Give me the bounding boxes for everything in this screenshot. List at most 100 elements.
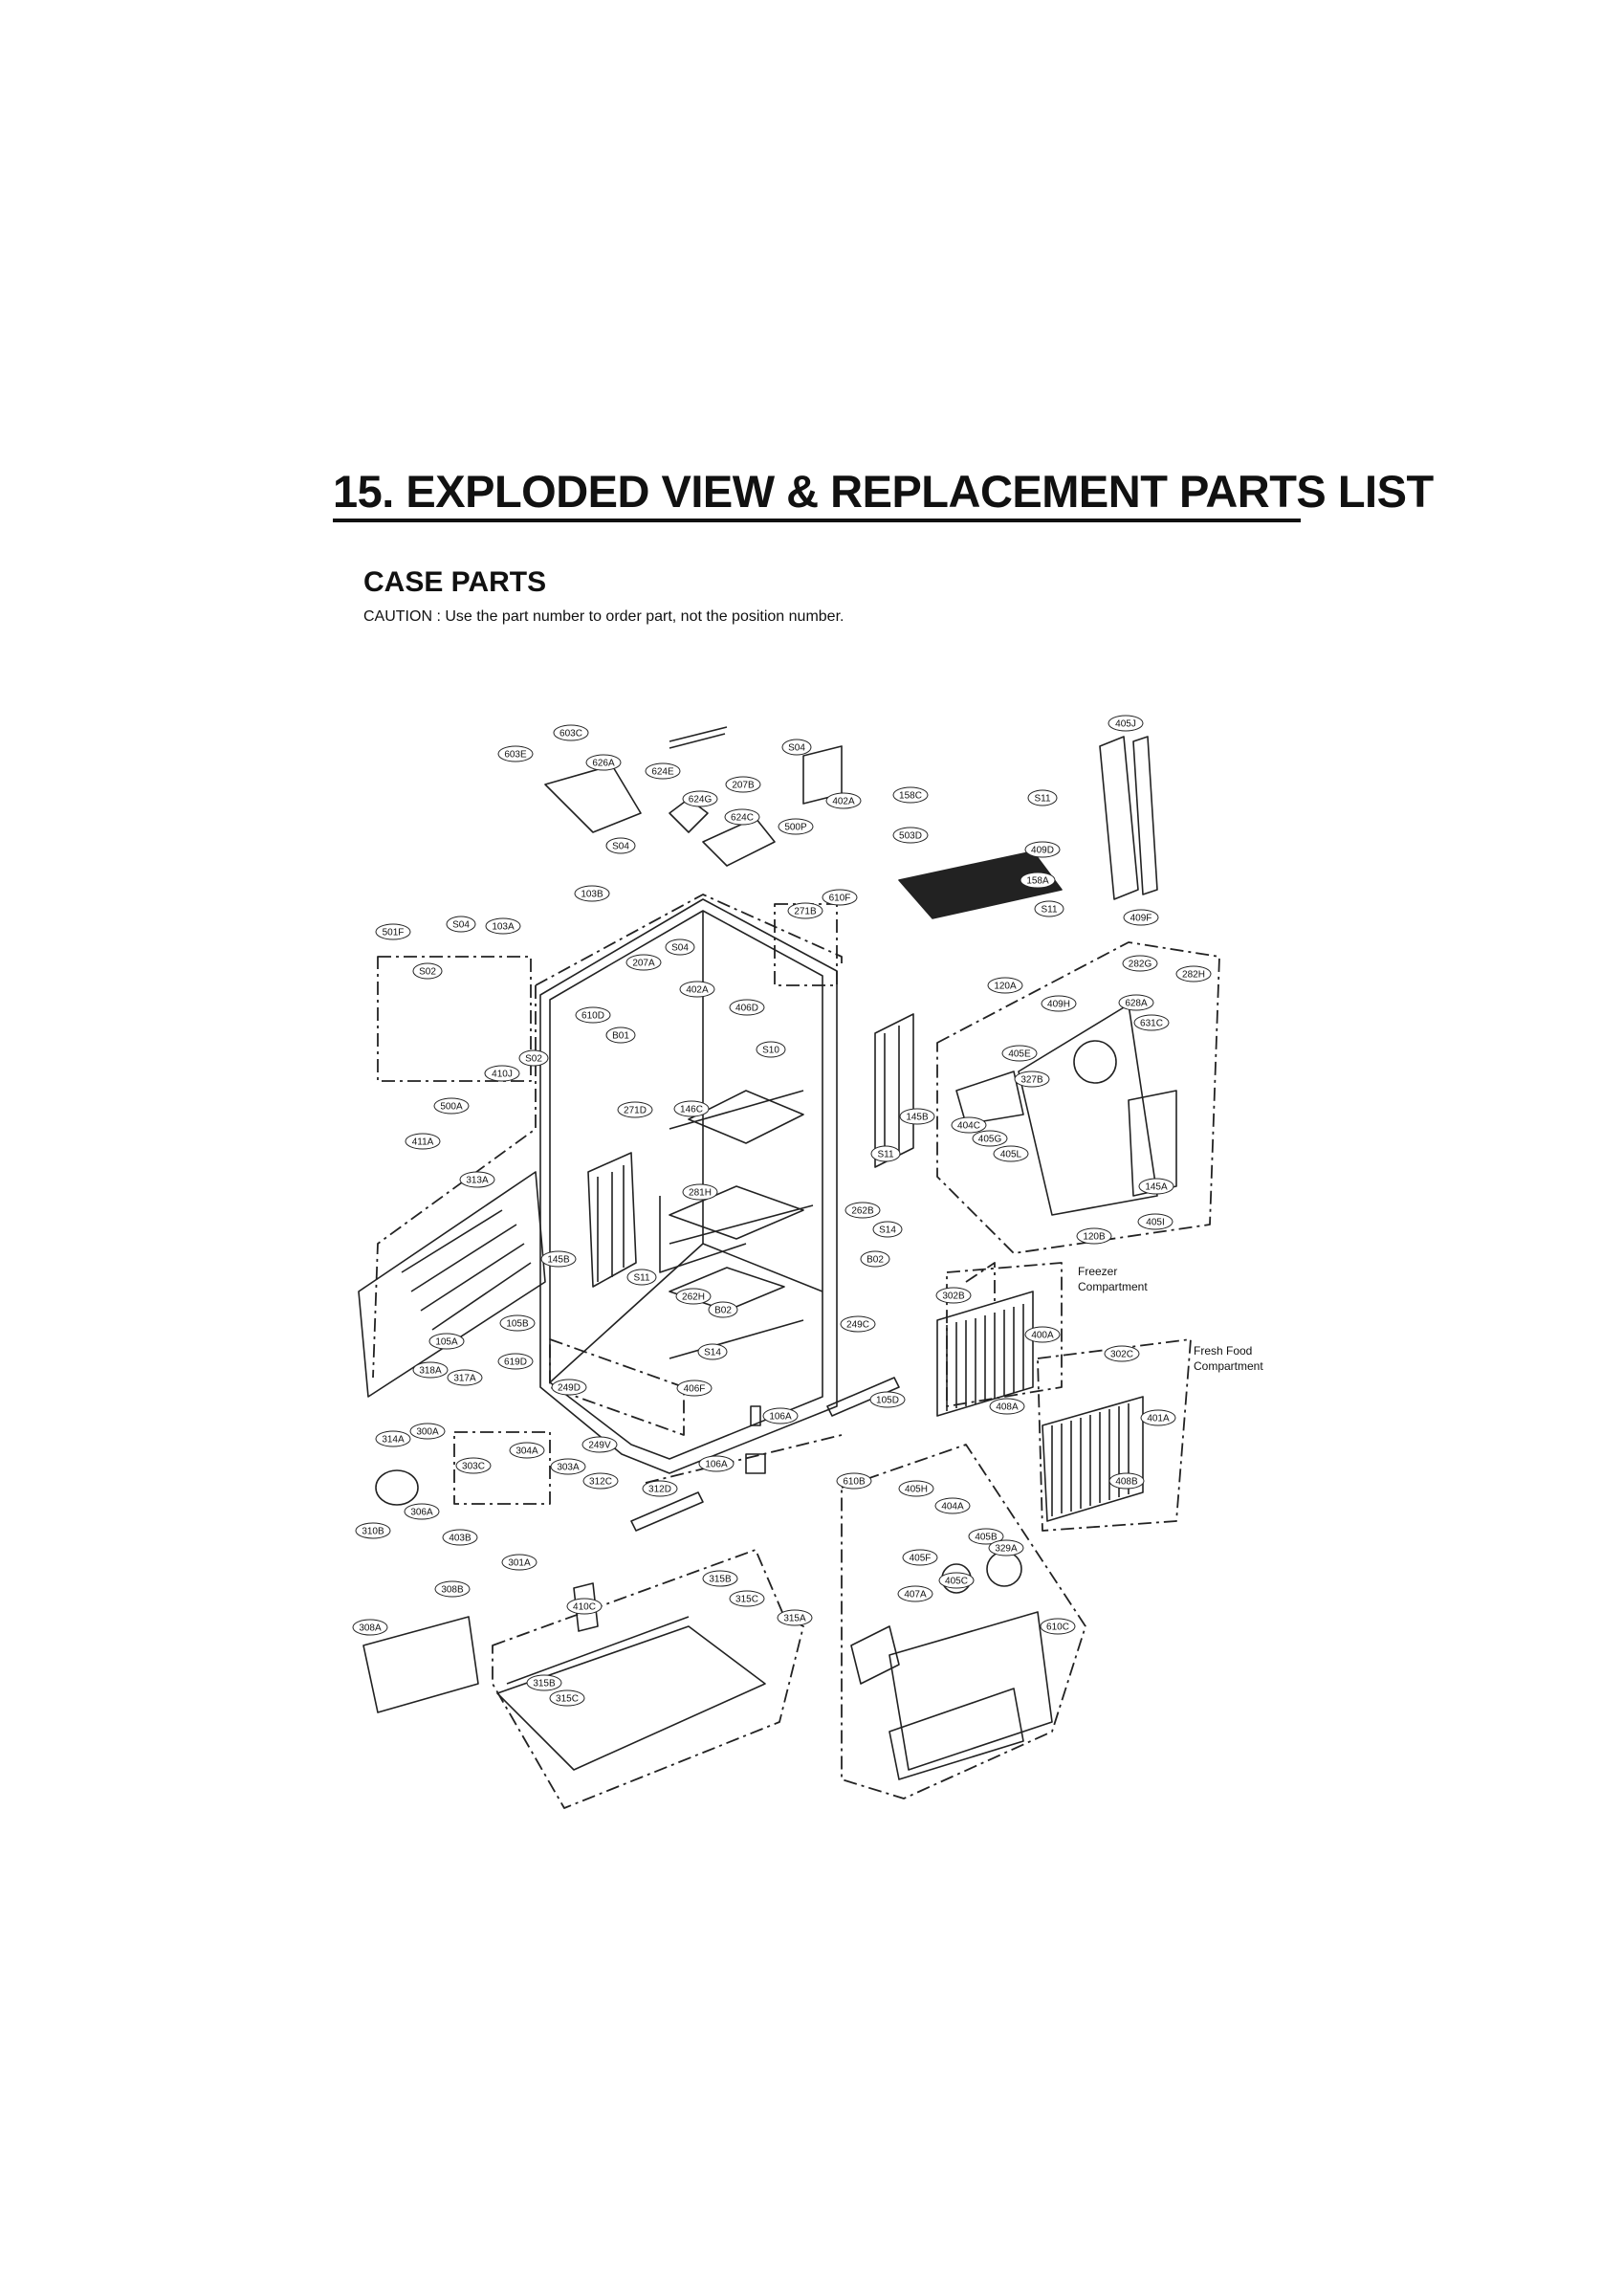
callout-603c: 603C	[553, 724, 589, 741]
callout-619d: 619D	[497, 1353, 534, 1370]
callout-408b: 408B	[1108, 1472, 1145, 1490]
callout-207a: 207A	[625, 954, 662, 971]
callout-label: 308A	[359, 1623, 382, 1634]
callout-631c: 631C	[1133, 1014, 1170, 1031]
callout-label: S11	[877, 1150, 893, 1160]
callout-labels: 405J603C603E626A624ES04207B624G624C402A5…	[352, 715, 1212, 1707]
fresh-food-evap-group	[1037, 1338, 1192, 1532]
callout-405b: 405B	[968, 1528, 1004, 1545]
callout-label: 146C	[680, 1105, 703, 1115]
top-duct-parts	[544, 726, 843, 867]
callout-label: 145A	[1145, 1182, 1168, 1193]
callout-label: 409F	[1130, 914, 1152, 924]
callout-label: 105B	[506, 1319, 529, 1330]
callout-label: 500A	[440, 1102, 463, 1113]
callout-label: 411A	[412, 1137, 434, 1148]
bottom-fan-group	[841, 1444, 1086, 1799]
callout-301a: 301A	[501, 1554, 537, 1571]
caption-fresh-food-line1: Fresh Food	[1194, 1344, 1252, 1358]
callout-s04: S04	[781, 739, 812, 756]
callout-406f: 406F	[676, 1380, 713, 1397]
callout-400a: 400A	[1024, 1326, 1061, 1343]
callout-b01: B01	[605, 1027, 636, 1044]
freezer-evaporator	[936, 1291, 1034, 1417]
callout-315b: 315B	[526, 1674, 562, 1691]
callout-327b: 327B	[1014, 1071, 1050, 1088]
callout-314a: 314A	[375, 1430, 411, 1447]
callout-271b: 271B	[787, 902, 823, 919]
callout-label: S11	[1034, 794, 1050, 805]
callout-405i: 405I	[1137, 1213, 1173, 1230]
callout-label: 626A	[592, 759, 615, 769]
callout-label: S11	[1041, 905, 1057, 916]
callout-label: 503D	[899, 831, 922, 842]
callout-label: 404C	[957, 1121, 980, 1132]
callout-310b: 310B	[355, 1522, 391, 1539]
callout-label: 500P	[784, 823, 807, 833]
callout-281h: 281H	[682, 1183, 718, 1201]
callout-610d: 610D	[575, 1006, 611, 1024]
caption-fresh-food-line2: Compartment	[1194, 1359, 1263, 1373]
shelf-bottom-boundary	[645, 1434, 843, 1484]
callout-label: 610D	[581, 1011, 604, 1022]
callout-158c: 158C	[892, 786, 929, 804]
callout-s04: S04	[446, 916, 476, 933]
section-title: CASE PARTS	[363, 566, 547, 598]
callout-626a: 626A	[585, 754, 622, 771]
callout-group-box-501f	[377, 956, 532, 1082]
callout-label: 105D	[876, 1396, 899, 1406]
callout-410c: 410C	[566, 1598, 603, 1615]
callout-label: 262H	[682, 1292, 705, 1303]
callout-label: S04	[452, 920, 470, 931]
callout-label: S04	[788, 743, 805, 754]
callout-label: S02	[525, 1054, 542, 1065]
machine-room-group	[492, 1549, 804, 1809]
callout-405f: 405F	[902, 1549, 938, 1566]
callout-409f: 409F	[1123, 909, 1159, 926]
control-box-group	[453, 1431, 551, 1505]
callout-312c: 312C	[582, 1472, 619, 1490]
callout-label: 105A	[435, 1337, 458, 1348]
callout-label: 315B	[709, 1575, 732, 1585]
callout-s11: S11	[626, 1269, 657, 1286]
callout-503d: 503D	[892, 827, 929, 844]
callout-label: 106A	[705, 1460, 728, 1470]
callout-262b: 262B	[844, 1202, 881, 1219]
callout-315c: 315C	[729, 1590, 765, 1607]
callout-405j: 405J	[1108, 715, 1144, 732]
callout-249v: 249V	[581, 1436, 618, 1453]
callout-308a: 308A	[352, 1619, 388, 1636]
callout-label: 158C	[899, 791, 922, 802]
callout-318a: 318A	[412, 1361, 449, 1379]
leveling-feet	[630, 1377, 900, 1532]
callout-label: 106A	[769, 1412, 792, 1423]
callout-label: 624G	[689, 795, 713, 806]
callout-402a: 402A	[679, 981, 715, 998]
callout-label: 315C	[556, 1694, 579, 1705]
callout-label: 409D	[1031, 846, 1054, 856]
callout-label: 402A	[832, 797, 855, 807]
top-grille	[898, 850, 1063, 919]
callout-label: S14	[879, 1225, 896, 1236]
callout-610c: 610C	[1040, 1618, 1076, 1635]
callout-label: B01	[612, 1031, 629, 1042]
callout-label: 303C	[462, 1462, 485, 1472]
callout-282g: 282G	[1122, 955, 1158, 972]
callout-label: 610B	[843, 1477, 866, 1488]
callout-label: 300A	[416, 1427, 439, 1438]
callout-label: S04	[612, 842, 629, 852]
callout-282h: 282H	[1175, 965, 1212, 982]
callout-label: 145B	[906, 1113, 929, 1123]
callout-120a: 120A	[987, 977, 1023, 994]
callout-405l: 405L	[993, 1145, 1029, 1162]
callout-label: 405B	[975, 1533, 998, 1543]
callout-label: 308B	[441, 1585, 464, 1596]
callout-label: 120B	[1083, 1232, 1106, 1243]
callout-610b: 610B	[836, 1472, 872, 1490]
callout-105b: 105B	[499, 1314, 536, 1332]
callout-label: 329A	[995, 1544, 1018, 1555]
callout-624c: 624C	[724, 808, 760, 826]
callout-label: 249D	[558, 1383, 581, 1394]
callout-label: 312C	[589, 1477, 612, 1488]
callout-label: 301A	[508, 1558, 531, 1569]
